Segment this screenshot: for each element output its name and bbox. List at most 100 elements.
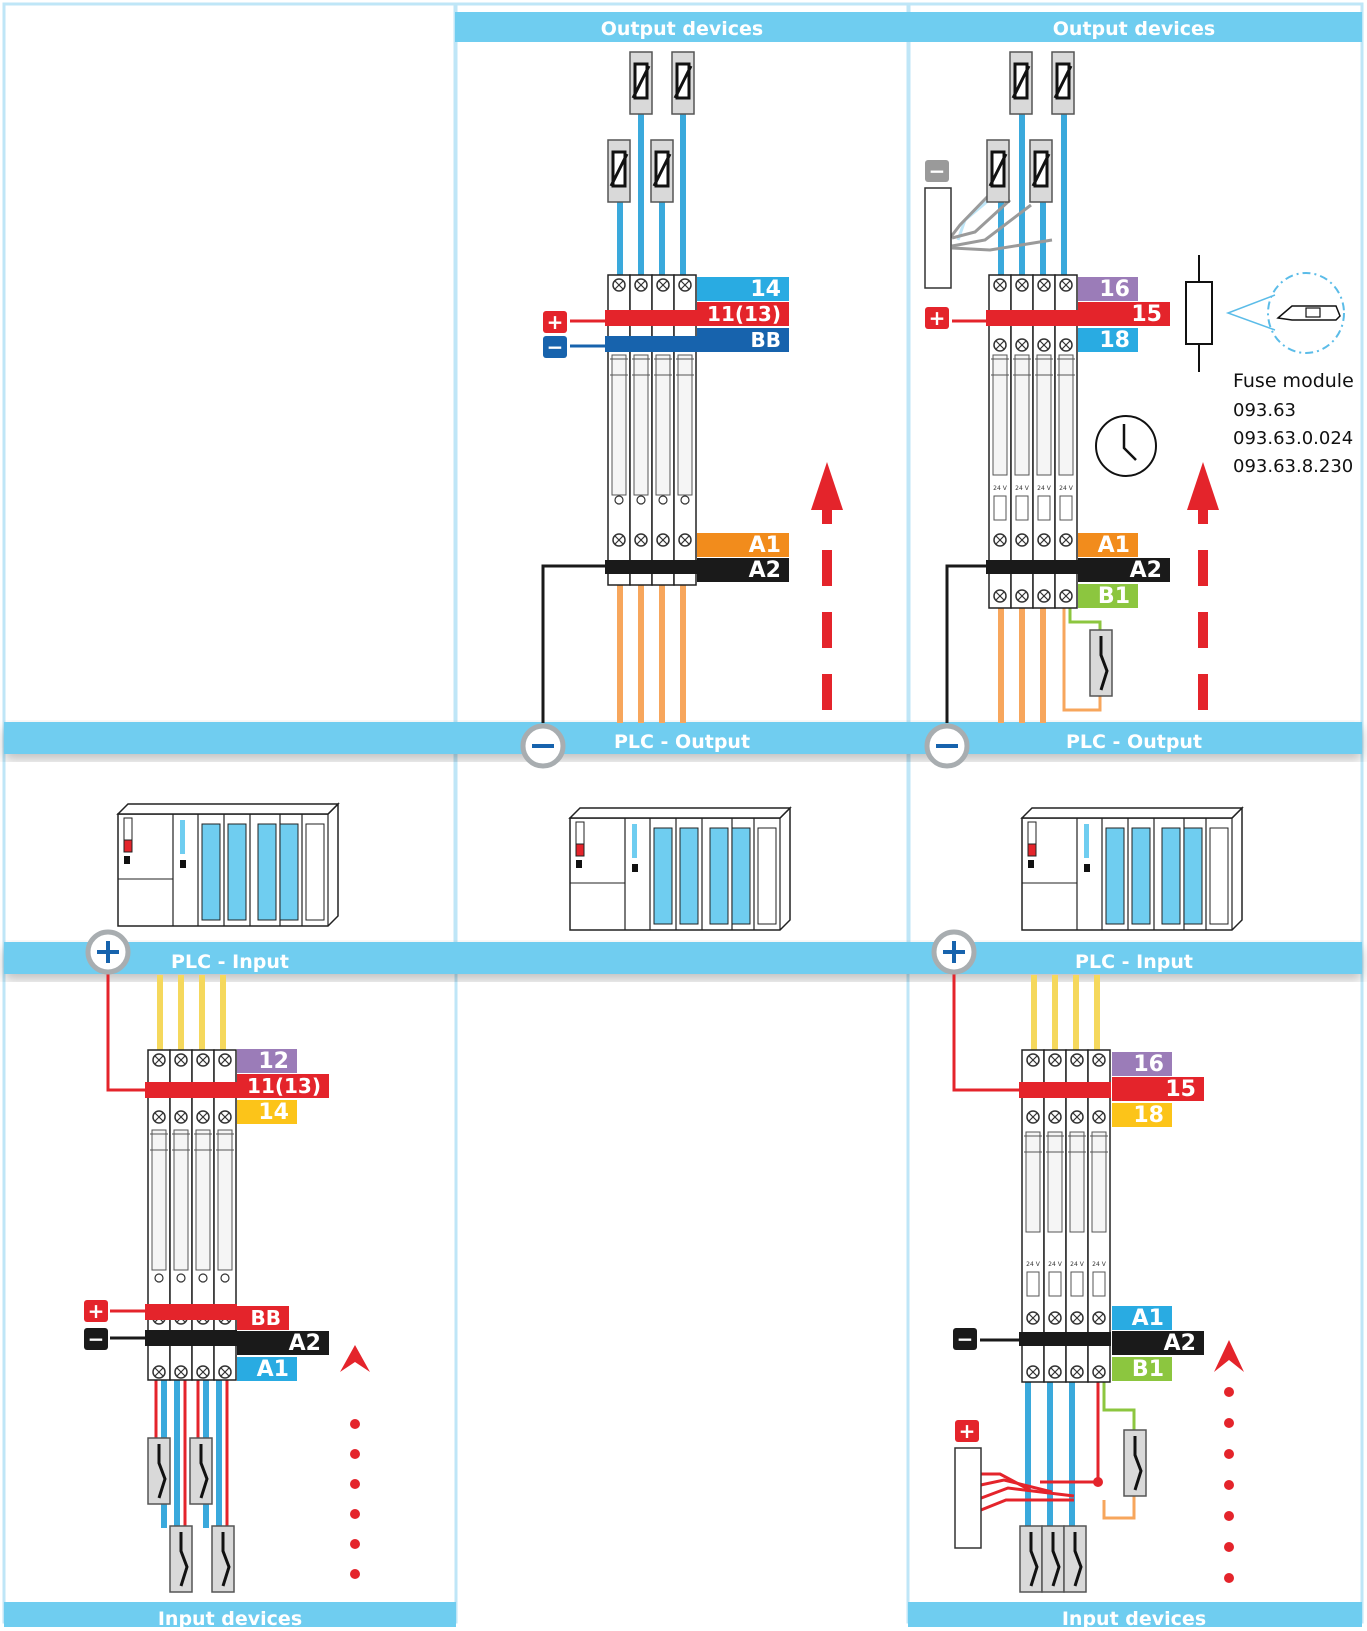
sign-text: + [547,310,564,334]
screw-slot [680,535,690,545]
switch-icon [147,1437,171,1505]
screw-slot [1094,1055,1104,1065]
screw-slot [176,1367,186,1377]
relay-window [1059,495,1073,521]
terminal-label-bg [1078,328,1138,352]
header-plc-input-f: PLC - Input [1075,951,1193,973]
load-slash [673,65,693,99]
header-output-devices-c-text: Output devices [1053,18,1215,40]
plus-sign-icon [925,307,949,329]
screw-slot [220,1112,230,1122]
terminal-block-icon [954,1447,982,1549]
header-input-devices-f-text: Input devices [1062,1608,1206,1627]
relay-body [1025,1131,1041,1233]
terminal-label-bg [237,1049,297,1073]
relay-print: 24 V [1015,485,1030,492]
plc-io-module [227,823,247,921]
direction-dot [350,1509,360,1519]
terminal-label-bg [237,1331,329,1355]
direction-dot [350,1419,360,1429]
terminal-label-bg [1112,1331,1204,1355]
extras-layer: +−+−Fuse module093.63093.63.0.024093.63.… [84,51,1354,1593]
plc-led [1084,864,1090,872]
load-slash [1031,153,1051,187]
led-icon [176,1273,186,1283]
led-icon [154,1273,164,1283]
terminal-label-text: B1 [1132,1357,1164,1382]
direction-dot [350,1479,360,1489]
wire [975,1478,1053,1494]
screw-slot [1050,1367,1060,1377]
screw-slot [1094,1112,1104,1122]
switch-contact [157,1444,167,1499]
terminal-label-text: 18 [1099,328,1130,353]
plus-sign-icon [543,311,567,333]
wire [976,1472,1031,1492]
relay-body [992,354,1008,476]
plc-blue [1084,824,1089,858]
busbar-black [605,560,697,574]
terminal-label-text: BB [751,328,782,352]
relay-body [1091,1131,1107,1233]
terminal-label-text: A1 [1098,533,1130,558]
plc-blue [180,820,185,854]
wire [975,1486,1075,1502]
plc-led [632,864,638,872]
terminal-label-bg [697,328,789,352]
switch-contact [1099,636,1109,691]
busbar-red [1019,1082,1111,1098]
fuse-module-icon [1276,305,1341,321]
led-icon [198,1273,208,1283]
terminal-label-text: BB [251,1306,282,1330]
terminal-block-icon [924,187,952,289]
wires-layer [106,112,1136,1530]
relay-window [1092,1271,1106,1297]
terminal-label-text: A1 [257,1357,289,1382]
plc-io-module [757,827,777,925]
terminal-label-bg [1078,533,1138,557]
busbar-red [605,310,697,326]
screw-slot [198,1055,208,1065]
relay-print: 24 V [1059,485,1074,492]
screw-slot [636,535,646,545]
header-input-devices-d: Input devices [4,1602,456,1631]
direction-dot [1224,1573,1234,1583]
relay-body [1069,1131,1085,1233]
terminal-label-bg [1078,277,1138,301]
relay-body [1014,354,1030,476]
screw-slot [176,1112,186,1122]
relay-window [1070,1271,1084,1297]
arrow-head-icon [1187,462,1219,510]
plc-io-module [1183,827,1203,925]
clock-icon [1095,415,1157,477]
terminal-label-text: 11(13) [707,302,781,326]
terminal-label-text: A1 [1132,1306,1164,1331]
relay-body [217,1129,233,1271]
direction-dot [350,1569,360,1579]
wire [948,193,991,239]
direction-dot [1224,1387,1234,1397]
led-icon [220,1273,230,1283]
terminal-label-text: 15 [1131,302,1162,327]
terminal-label-text: 12 [258,1049,289,1074]
zoom-circle [1267,272,1345,354]
terminal-label-text: 18 [1133,1103,1164,1128]
screw-slot [995,591,1005,601]
plc-io-module [279,823,299,921]
terminal-label-text: A2 [1130,558,1162,583]
screw-slot [1039,340,1049,350]
relay-body [677,354,693,496]
screw-slot [1050,1112,1060,1122]
screw-slot [995,535,1005,545]
fuse-module-code: 093.63.8.230 [1233,456,1353,477]
terminal-label-bg [1112,1052,1172,1076]
load-slash [609,153,629,187]
screw-slot [1094,1367,1104,1377]
minus-sign-icon [84,1328,108,1350]
relay-print: 24 V [1048,1261,1063,1268]
relay-body [1058,354,1074,476]
plc-io-module [1161,827,1181,925]
terminal-label-text: B1 [1098,584,1130,609]
screw-slot [220,1367,230,1377]
